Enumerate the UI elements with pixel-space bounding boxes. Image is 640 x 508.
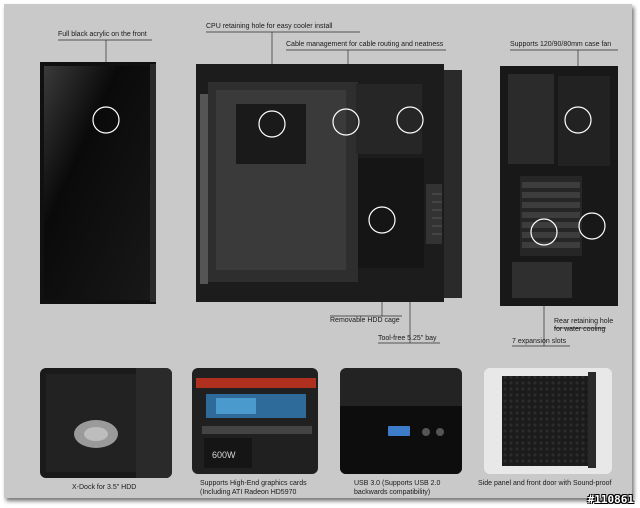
side-panel-photo bbox=[484, 368, 612, 474]
usb3-photo bbox=[340, 368, 462, 474]
feature-caption-side-panel: Side panel and front door with Sound-pro… bbox=[478, 480, 612, 487]
case-rear-photo bbox=[500, 66, 618, 306]
feature-caption-xdock: X-Dock for 3.5" HDD bbox=[72, 484, 137, 491]
xdock-photo bbox=[40, 368, 172, 478]
case-interior-photo bbox=[196, 64, 462, 302]
callout-cpu-hole: CPU retaining hole for easy cooler insta… bbox=[206, 23, 333, 30]
callout-water-hole-line1: Rear retaining hole bbox=[554, 318, 614, 325]
callout-water-hole-line2: for water cooling bbox=[554, 326, 606, 333]
case-front-photo bbox=[40, 62, 156, 304]
callout-hdd-cage: Removable HDD cage bbox=[330, 317, 400, 324]
callout-tool-free-bay: Tool-free 5.25" bay bbox=[378, 335, 437, 342]
callout-case-fan: Supports 120/90/80mm case fan bbox=[510, 41, 612, 48]
callout-front-acrylic: Full black acrylic on the front bbox=[58, 31, 147, 38]
callout-cable-management: Cable management for cable routing and n… bbox=[286, 41, 444, 48]
watermark-text: #110861 bbox=[587, 493, 634, 506]
graphics-card-photo: 600W bbox=[192, 368, 318, 474]
psu-label: 600W bbox=[212, 450, 236, 460]
feature-caption-usb3: USB 3.0 (Supports USB 2.0 backwards comp… bbox=[354, 480, 441, 496]
feature-caption-graphics: Supports High-End graphics cards (Includ… bbox=[200, 480, 307, 496]
callout-expansion-slots: 7 expansion slots bbox=[512, 338, 567, 345]
